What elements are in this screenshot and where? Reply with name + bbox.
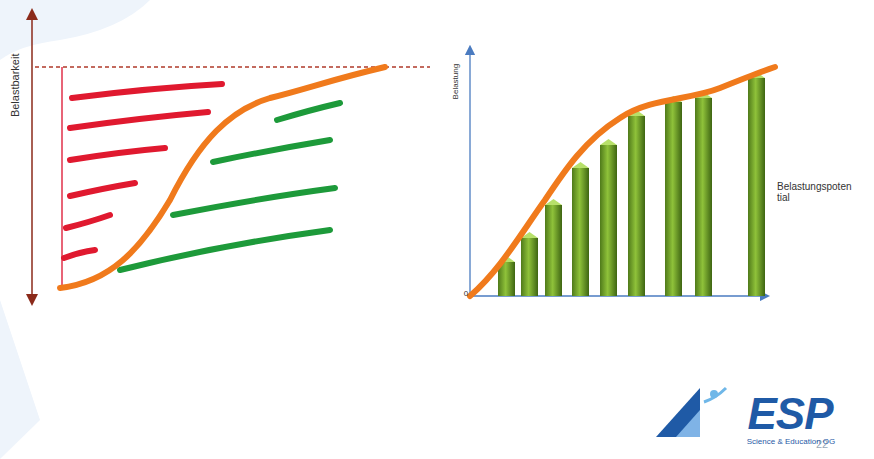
load-curve: [60, 67, 385, 288]
bar: [628, 116, 645, 296]
axis-value: 0: [464, 289, 468, 298]
logo-mark: [656, 388, 726, 437]
axis-arrow: [31, 14, 33, 300]
green-strokes: [120, 103, 340, 270]
background-shape: [0, 0, 150, 60]
bar: [521, 238, 538, 296]
axis-title: Belastung: [451, 64, 460, 100]
red-line: [61, 67, 63, 285]
background-shape: [0, 300, 40, 459]
axis-title: Belastungspoten tial: [777, 181, 867, 204]
bar: [695, 98, 712, 296]
bar: [545, 205, 562, 296]
bar: [600, 145, 617, 296]
bar: [665, 102, 682, 296]
logo-text: ESP: [747, 392, 832, 436]
logo-subtitle: Science & Education OG: [747, 437, 836, 446]
bar: [748, 78, 765, 296]
load-curve: [470, 67, 775, 296]
red-strokes: [64, 84, 222, 258]
bars: [498, 72, 765, 296]
y-axis: [469, 50, 470, 296]
bar-top: [600, 139, 617, 145]
axis-title: Belastbarkeit: [10, 53, 23, 117]
bar: [572, 168, 589, 296]
